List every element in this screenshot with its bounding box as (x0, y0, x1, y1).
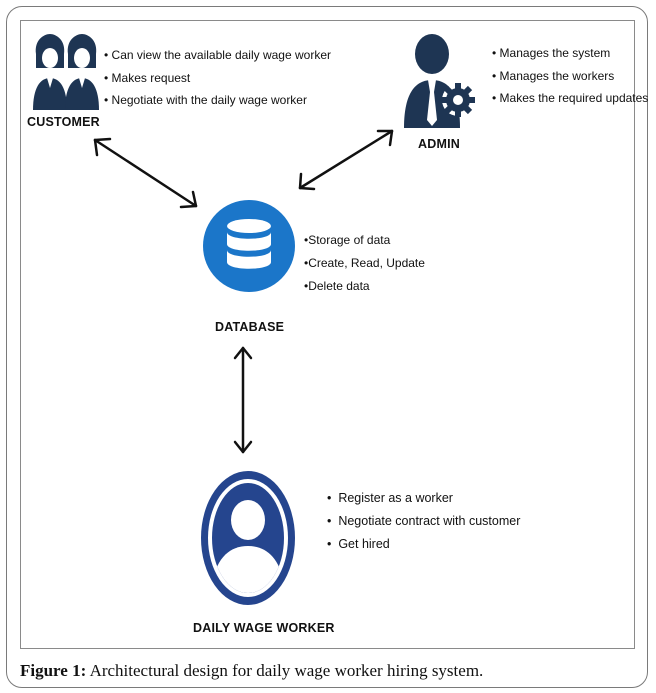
caption-text: Architectural design for daily wage work… (89, 661, 484, 680)
customer-bullets: • Can view the available daily wage work… (104, 44, 331, 112)
customer-bullet-1: • Can view the available daily wage work… (104, 48, 331, 62)
customer-bullet-3: • Negotiate with the daily wage worker (104, 93, 307, 107)
customer-database-arrow (93, 137, 198, 209)
customer-bullet-2: • Makes request (104, 70, 191, 85)
database-bullet-2: •Create, Read, Update (304, 256, 425, 270)
customer-label: CUSTOMER (27, 115, 100, 129)
customer-icon (33, 34, 99, 110)
database-icon (203, 200, 295, 292)
database-bullets: •Storage of data •Create, Read, Update •… (304, 229, 425, 298)
worker-bullet-1: • Register as a worker (327, 491, 453, 505)
admin-bullet-1: • Manages the system (492, 46, 611, 60)
worker-label: DAILY WAGE WORKER (193, 621, 335, 635)
admin-bullet-2: • Manages the workers (492, 68, 615, 83)
figure-frame (6, 6, 648, 688)
worker-bullets: • Register as a worker • Negotiate contr… (327, 487, 520, 556)
admin-database-arrow (298, 129, 394, 191)
database-worker-arrow (233, 346, 253, 454)
database-label: DATABASE (215, 320, 285, 334)
database-bullet-3: •Delete data (304, 279, 370, 293)
figure-caption: Figure 1: Architectural design for daily… (20, 661, 483, 681)
worker-bullet-2: • Negotiate contract with customer (327, 514, 521, 528)
diagram-frame (20, 20, 635, 649)
worker-icon (201, 471, 295, 605)
worker-bullet-3: • Get hired (327, 537, 390, 551)
admin-bullet-3: • Makes the required updates (492, 91, 649, 105)
database-bullet-1: •Storage of data (304, 233, 391, 247)
admin-icon (404, 34, 475, 128)
admin-bullets: • Manages the system • Manages the worke… (492, 42, 648, 110)
admin-label: ADMIN (418, 137, 460, 151)
caption-prefix: Figure 1: (20, 661, 87, 680)
